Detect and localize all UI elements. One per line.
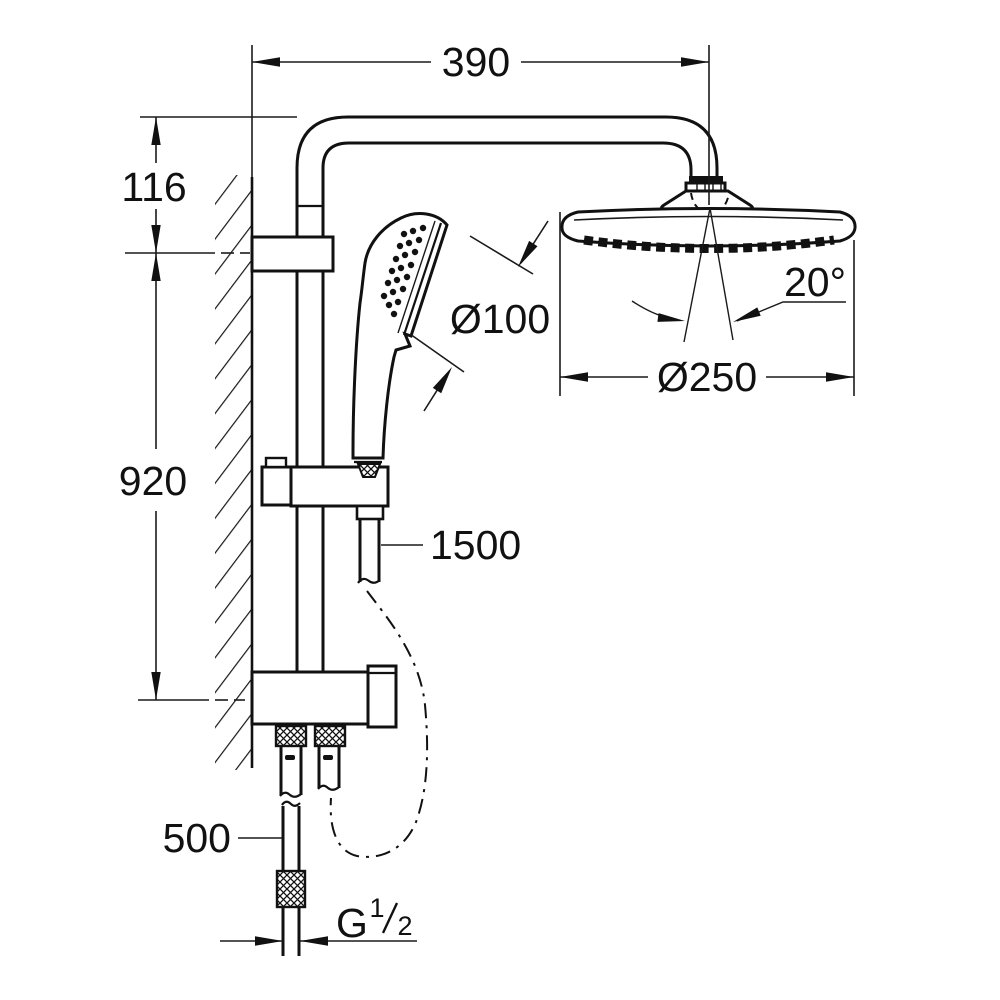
dimension-hose-length: 1500	[381, 522, 521, 568]
dimension-hand-shower-diameter: Ø100	[409, 220, 550, 412]
dimension-spray-angle: 20°	[631, 207, 846, 343]
hose-phantom-loop	[329, 590, 429, 858]
pipe-inner-edge	[321, 141, 693, 672]
holder-body	[289, 465, 390, 508]
hose-connector	[355, 504, 385, 521]
bracket-body	[250, 670, 372, 726]
dimension-head-shower-diameter: Ø250	[559, 212, 855, 400]
angle-line-left	[683, 207, 711, 343]
bracket-knob	[366, 664, 398, 729]
dimension-arm-width: 390	[252, 39, 710, 205]
dimension-rail-length: 920	[119, 253, 245, 701]
disc-rim-line	[573, 215, 844, 221]
extension-line-face-top	[469, 235, 534, 275]
thread-letter-label: G	[336, 900, 368, 946]
thread-fraction-slash	[381, 902, 399, 934]
nut-facets	[696, 183, 722, 191]
dim-hand-shower-diameter-label: Ø100	[450, 296, 550, 342]
pipe-break-left	[279, 791, 302, 798]
hand-shower-nozzle-dots	[380, 224, 427, 318]
pipe-break-resume	[281, 800, 301, 807]
thread-numerator-label: 1	[369, 893, 384, 923]
extension-line-face-bottom	[409, 333, 465, 373]
ball-joint-dome	[660, 189, 754, 211]
knurled-nut-left	[274, 724, 308, 748]
head-shower-nut	[689, 176, 723, 183]
knurled-union-nut	[275, 869, 307, 909]
dim-connection-hose-length-label: 500	[163, 815, 231, 861]
connection-hose	[275, 800, 307, 956]
pipe-outer-edge	[295, 115, 719, 672]
pipe-break-right	[317, 784, 340, 791]
hose-break-line	[357, 577, 381, 584]
thread-denominator-label: 2	[397, 911, 412, 941]
connection-fittings	[274, 724, 347, 798]
dim-head-shower-diameter-label: Ø250	[657, 354, 757, 400]
lower-wall-bracket	[250, 664, 398, 729]
hand-shower	[351, 212, 449, 464]
dim-rail-length-label: 920	[119, 458, 187, 504]
dim-hose-length-label: 1500	[430, 522, 521, 568]
knurled-nut-right	[313, 724, 347, 748]
fitting-mark-right	[323, 755, 333, 760]
hose-cone-fitting	[356, 463, 382, 478]
holder-knob	[260, 465, 293, 507]
slide-holder	[260, 456, 390, 508]
spray-nozzles	[583, 235, 835, 253]
shower-hose	[329, 504, 429, 858]
angle-line-right	[709, 207, 734, 341]
dimension-thread: G 1 2	[220, 893, 417, 946]
face-plate-line-1	[402, 222, 443, 336]
dim-arm-width-label: 390	[442, 39, 510, 85]
wall-section	[215, 45, 254, 770]
face-plate-line-2	[397, 220, 436, 334]
fitting-mark-left	[285, 755, 295, 760]
dimension-connection-hose-length: 500	[163, 815, 282, 861]
dimension-top-offset: 116	[121, 116, 297, 254]
head-shower	[560, 207, 857, 253]
wall-hatching	[215, 175, 252, 770]
upper-wall-bracket	[250, 235, 335, 273]
dim-top-offset-label: 116	[121, 164, 186, 210]
dim-spray-angle-label: 20°	[784, 259, 846, 305]
holder-knob-tab	[264, 456, 288, 469]
